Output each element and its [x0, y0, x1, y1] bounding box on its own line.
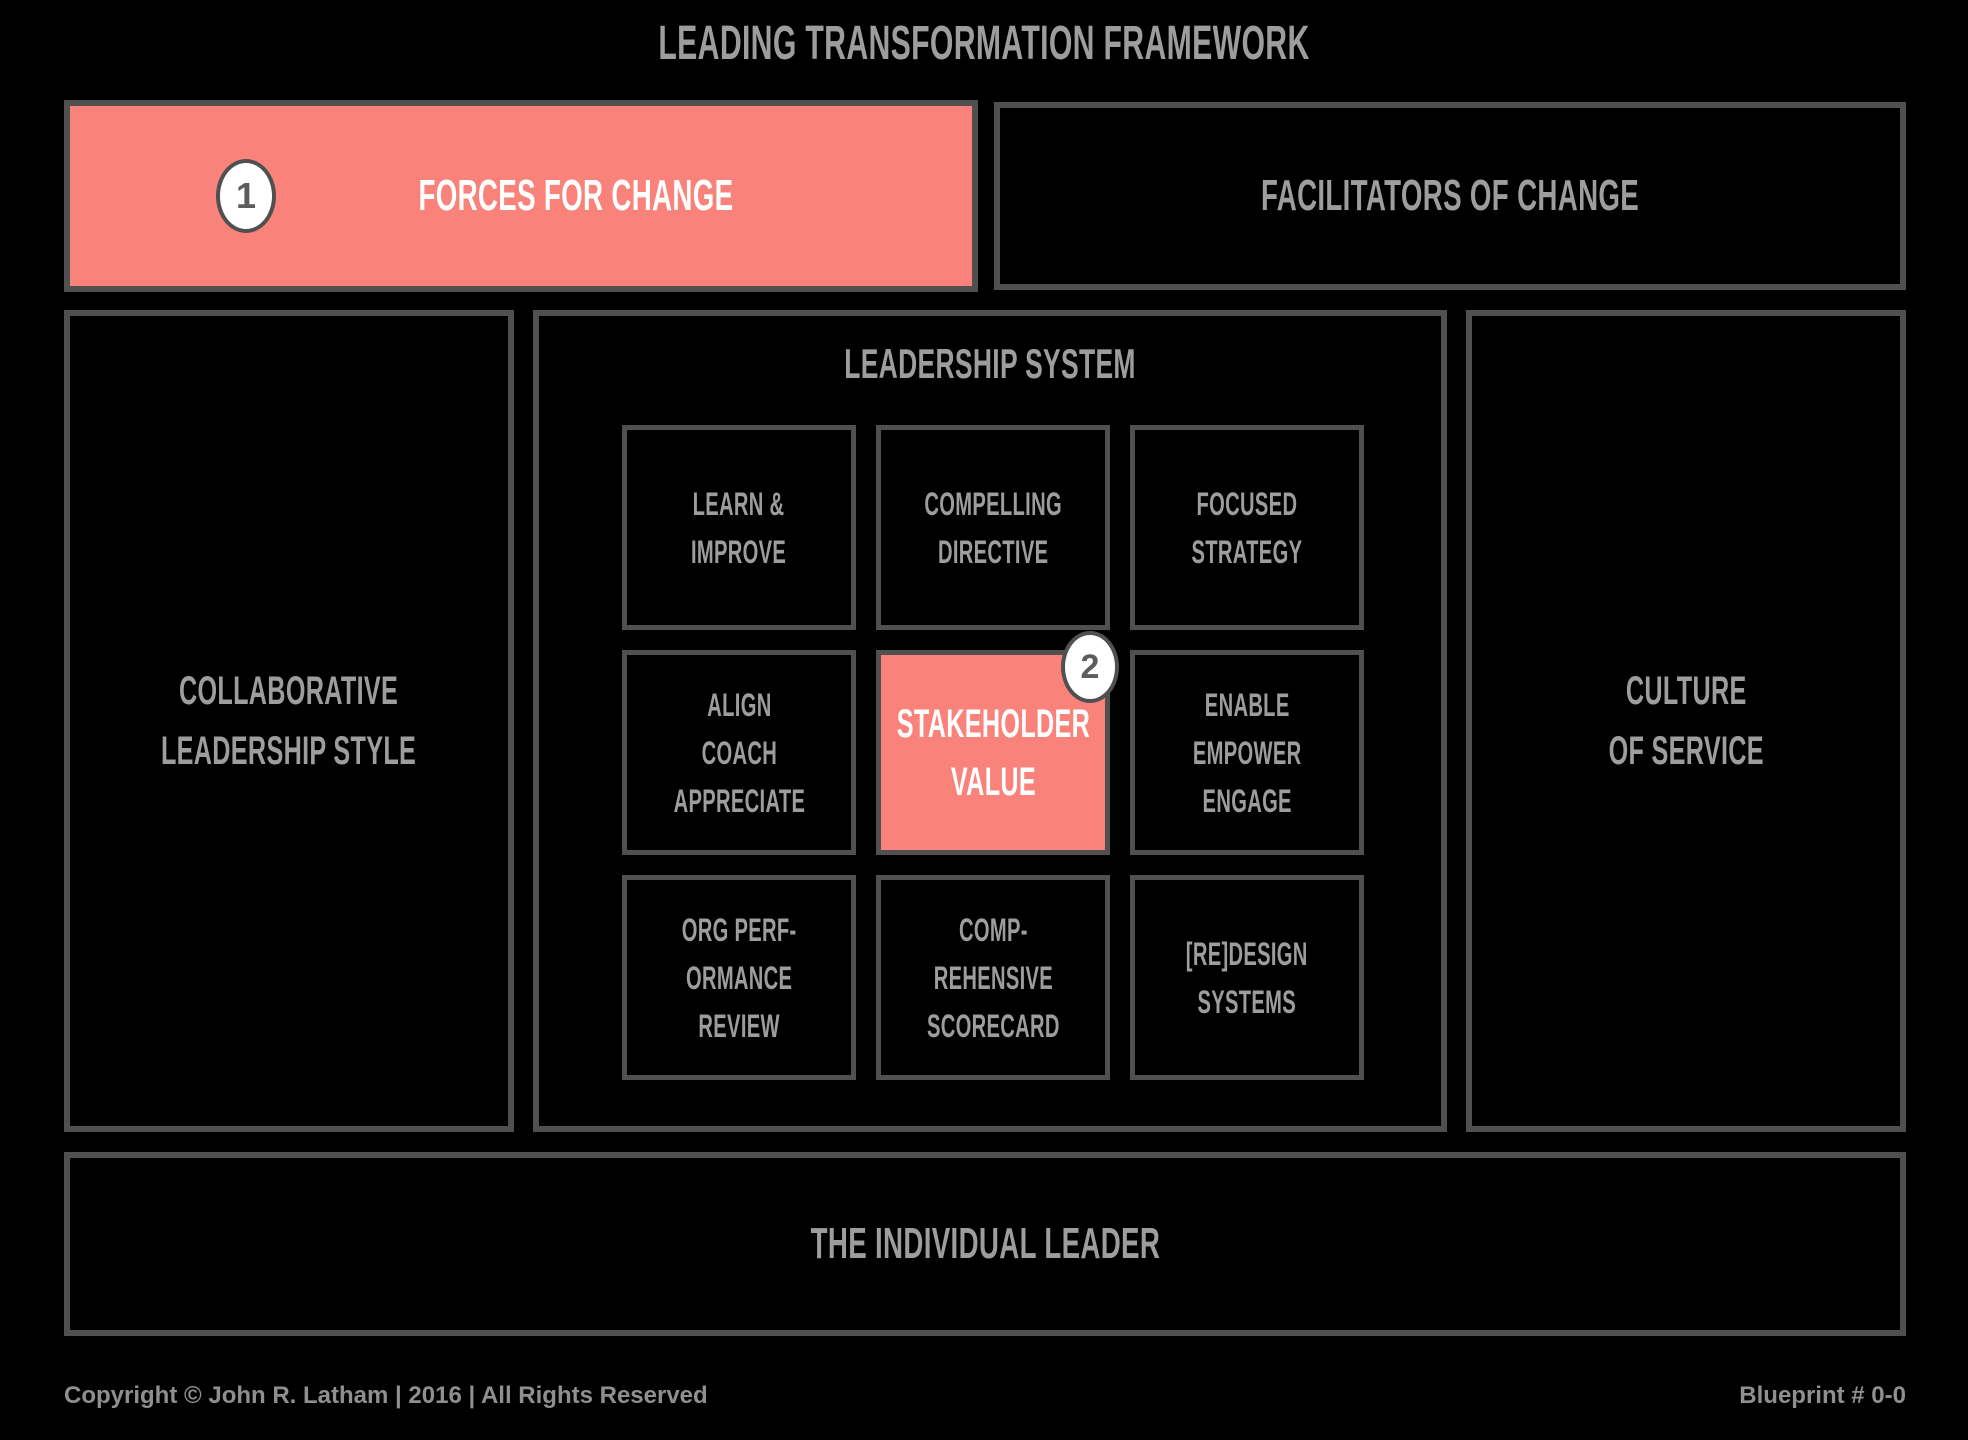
cell-align-coach-appreciate: ALIGN COACH APPRECIATE — [622, 650, 856, 855]
leadership-system-grid: LEARN & IMPROVE COMPELLING DIRECTIVE FOC… — [622, 425, 1364, 1080]
footer: Copyright © John R. Latham | 2016 | All … — [64, 1382, 1906, 1410]
step-2-badge: 2 — [1061, 631, 1119, 703]
individual-leader-label: THE INDIVIDUAL LEADER — [810, 1219, 1160, 1268]
culture-of-service-box: CULTURE OF SERVICE — [1466, 310, 1906, 1132]
blueprint-number: Blueprint # 0-0 — [1739, 1382, 1906, 1409]
cell-label: ALIGN COACH APPRECIATE — [673, 686, 805, 819]
individual-leader-box: THE INDIVIDUAL LEADER — [64, 1152, 1906, 1336]
cell-label: ORG PERF- ORMANCE REVIEW — [681, 911, 797, 1044]
forces-for-change-label: FORCES FOR CHANGE — [418, 171, 734, 220]
cell-redesign-systems: [RE]DESIGN SYSTEMS — [1130, 875, 1364, 1080]
cell-label: ENABLE EMPOWER ENGAGE — [1192, 686, 1302, 819]
cell-learn-improve: LEARN & IMPROVE — [622, 425, 856, 630]
page-title: LEADING TRANSFORMATION FRAMEWORK — [658, 17, 1310, 70]
forces-for-change-box: 1 FORCES FOR CHANGE — [64, 100, 978, 292]
cell-label: [RE]DESIGN SYSTEMS — [1186, 935, 1308, 1020]
collaborative-leadership-style-box: COLLABORATIVE LEADERSHIP STYLE — [64, 310, 514, 1132]
cell-label: FOCUSED STRATEGY — [1191, 485, 1303, 570]
step-1-badge: 1 — [216, 159, 277, 233]
copyright-text: Copyright © John R. Latham | 2016 | All … — [64, 1382, 708, 1409]
facilitators-of-change-box: FACILITATORS OF CHANGE — [994, 102, 1906, 290]
leadership-system-title: LEADERSHIP SYSTEM — [844, 340, 1136, 387]
facilitators-of-change-label: FACILITATORS OF CHANGE — [1260, 171, 1640, 220]
leadership-system-box: LEADERSHIP SYSTEM LEARN & IMPROVE COMPEL… — [533, 310, 1447, 1132]
collaborative-leadership-style-label: COLLABORATIVE LEADERSHIP STYLE — [161, 669, 417, 773]
cell-enable-empower-engage: ENABLE EMPOWER ENGAGE — [1130, 650, 1364, 855]
cell-label: COMP- REHENSIVE SCORECARD — [926, 911, 1060, 1044]
step-1-badge-number: 1 — [236, 175, 257, 216]
cell-comprehensive-scorecard: COMP- REHENSIVE SCORECARD — [876, 875, 1110, 1080]
cell-focused-strategy: FOCUSED STRATEGY — [1130, 425, 1364, 630]
cell-label: STAKEHOLDER VALUE — [896, 701, 1090, 804]
cell-label: LEARN & IMPROVE — [691, 485, 787, 570]
cell-stakeholder-value: 2 STAKEHOLDER VALUE — [876, 631, 1119, 855]
cell-org-performance-review: ORG PERF- ORMANCE REVIEW — [622, 875, 856, 1080]
cell-compelling-directive: COMPELLING DIRECTIVE — [876, 425, 1110, 630]
cell-label: COMPELLING DIRECTIVE — [924, 485, 1062, 570]
step-2-badge-number: 2 — [1080, 647, 1100, 686]
culture-of-service-label: CULTURE OF SERVICE — [1608, 669, 1764, 773]
